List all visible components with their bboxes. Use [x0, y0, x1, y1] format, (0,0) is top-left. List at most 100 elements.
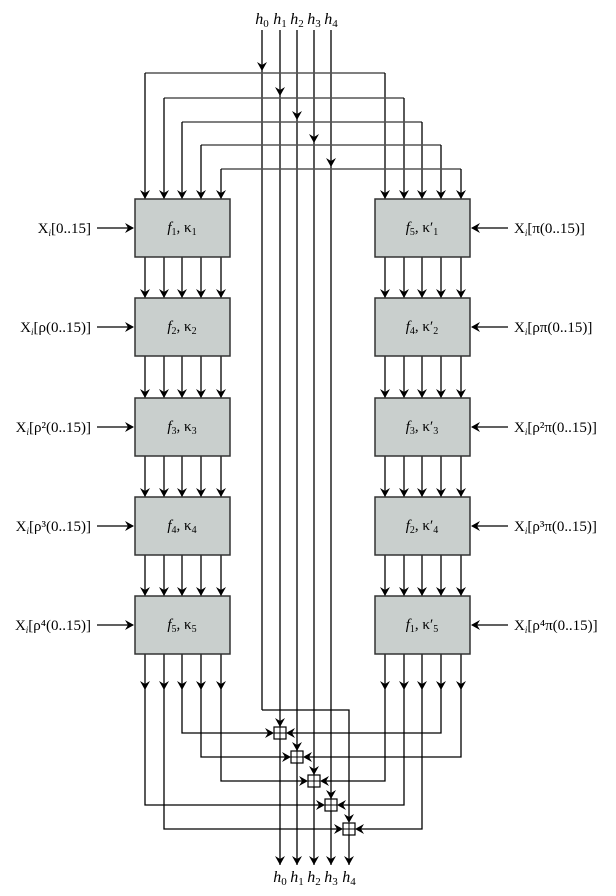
- combiner-in-arrow-icon: [299, 776, 308, 786]
- input-label: Xi[ρ(0..15)]: [20, 320, 91, 337]
- arrowhead-icon: [177, 488, 187, 497]
- h-label: h0: [273, 869, 287, 888]
- combiner-in-arrow-icon: [337, 800, 346, 810]
- arrowhead-icon: [456, 190, 466, 199]
- box-label: f3, κ3: [167, 419, 196, 437]
- box-label: f4, κ4: [167, 518, 196, 536]
- arrowhead-icon: [380, 190, 390, 199]
- h-label: h1: [273, 11, 287, 30]
- h-label: h1: [290, 869, 304, 888]
- h-label: h3: [324, 869, 338, 888]
- input-arrow-icon: [471, 223, 480, 233]
- combiner-in-arrow-icon: [316, 800, 325, 810]
- input-label: Xi[ρ³(0..15)]: [16, 519, 91, 536]
- h-label: h2: [290, 11, 304, 30]
- wire: [200, 654, 289, 758]
- arrowhead-icon: [177, 289, 187, 298]
- arrowhead-icon: [177, 389, 187, 398]
- input-label: Xi[ρ²π(0..15)]: [514, 420, 597, 437]
- arrowhead-icon: [196, 488, 206, 497]
- arrowhead-icon: [216, 681, 226, 690]
- left-box-5: [134, 595, 231, 655]
- combiner-in-arrow-icon: [286, 728, 295, 738]
- box-label: f5, κ5: [167, 617, 196, 635]
- arrowhead-icon: [140, 681, 150, 690]
- arrowhead-icon: [159, 681, 169, 690]
- h-label: h0: [255, 11, 269, 30]
- arrowhead-icon: [417, 587, 427, 596]
- arrowhead-icon: [140, 289, 150, 298]
- right-box-1: [374, 198, 471, 258]
- arrowhead-icon: [140, 587, 150, 596]
- wire: [339, 654, 405, 806]
- arrowhead-icon: [399, 389, 409, 398]
- arrowhead-icon: [216, 389, 226, 398]
- combiner-in-arrow-icon: [344, 814, 354, 823]
- arrowhead-icon: [417, 488, 427, 497]
- box-label: f3, κ′3: [406, 419, 439, 437]
- box-label: f5, κ′1: [406, 220, 439, 238]
- arrowhead-icon: [140, 190, 150, 199]
- wire: [288, 654, 442, 734]
- wire: [322, 654, 386, 782]
- arrowhead-icon: [399, 190, 409, 199]
- right-box-5: [374, 595, 471, 655]
- arrowhead-icon: [399, 289, 409, 298]
- input-arrow-icon: [125, 521, 134, 531]
- combiner-in-arrow-icon: [320, 776, 329, 786]
- input-arrow-icon: [471, 521, 480, 531]
- arrowhead-icon: [436, 289, 446, 298]
- input-label: Xi[ρ²(0..15)]: [16, 420, 91, 437]
- h-tap-arrow-icon: [309, 134, 319, 143]
- combiner-in-arrow-icon: [309, 766, 319, 775]
- wire: [220, 654, 306, 782]
- arrowhead-icon: [417, 389, 427, 398]
- left-box-1: [134, 198, 231, 258]
- left-box-2: [134, 297, 231, 357]
- arrowhead-icon: [159, 587, 169, 596]
- h-tap-arrow-icon: [257, 62, 267, 71]
- arrowhead-icon: [159, 488, 169, 497]
- arrowhead-icon: [456, 488, 466, 497]
- arrowhead-icon: [216, 190, 226, 199]
- box-label: f2, κ2: [167, 319, 196, 337]
- box-label: f2, κ′4: [406, 518, 439, 536]
- combiner-in-arrow-icon: [326, 790, 336, 799]
- arrowhead-icon: [159, 190, 169, 199]
- h-tap-arrow-icon: [275, 87, 285, 96]
- arrowhead-icon: [159, 289, 169, 298]
- combiner-in-arrow-icon: [265, 728, 274, 738]
- h-label: h2: [307, 869, 321, 888]
- arrowhead-icon: [196, 681, 206, 690]
- arrowhead-icon: [380, 289, 390, 298]
- arrowhead-icon: [417, 190, 427, 199]
- input-arrow-icon: [471, 422, 480, 432]
- input-arrow-icon: [125, 422, 134, 432]
- arrowhead-icon: [177, 587, 187, 596]
- input-label: Xi[π(0..15)]: [514, 221, 585, 238]
- arrowhead-icon: [456, 289, 466, 298]
- arrowhead-icon: [216, 289, 226, 298]
- arrowhead-icon: [436, 190, 446, 199]
- h0-route: [262, 709, 350, 820]
- input-label: Xi[ρ⁴π(0..15)]: [514, 618, 598, 635]
- output-arrow-icon: [292, 856, 302, 865]
- right-box-2: [374, 297, 471, 357]
- arrowhead-icon: [399, 488, 409, 497]
- left-box-3: [134, 397, 231, 457]
- arrowhead-icon: [436, 681, 446, 690]
- wire: [305, 654, 462, 758]
- input-arrow-icon: [471, 620, 480, 630]
- combiner-in-arrow-icon: [282, 752, 291, 762]
- wire: [144, 654, 323, 806]
- input-arrow-icon: [125, 322, 134, 332]
- arrowhead-icon: [196, 587, 206, 596]
- output-arrow-icon: [309, 856, 319, 865]
- arrowhead-icon: [417, 681, 427, 690]
- h-label: h4: [324, 11, 338, 30]
- arrowhead-icon: [159, 389, 169, 398]
- wires: [97, 30, 508, 865]
- wire: [357, 654, 423, 830]
- arrowhead-icon: [196, 190, 206, 199]
